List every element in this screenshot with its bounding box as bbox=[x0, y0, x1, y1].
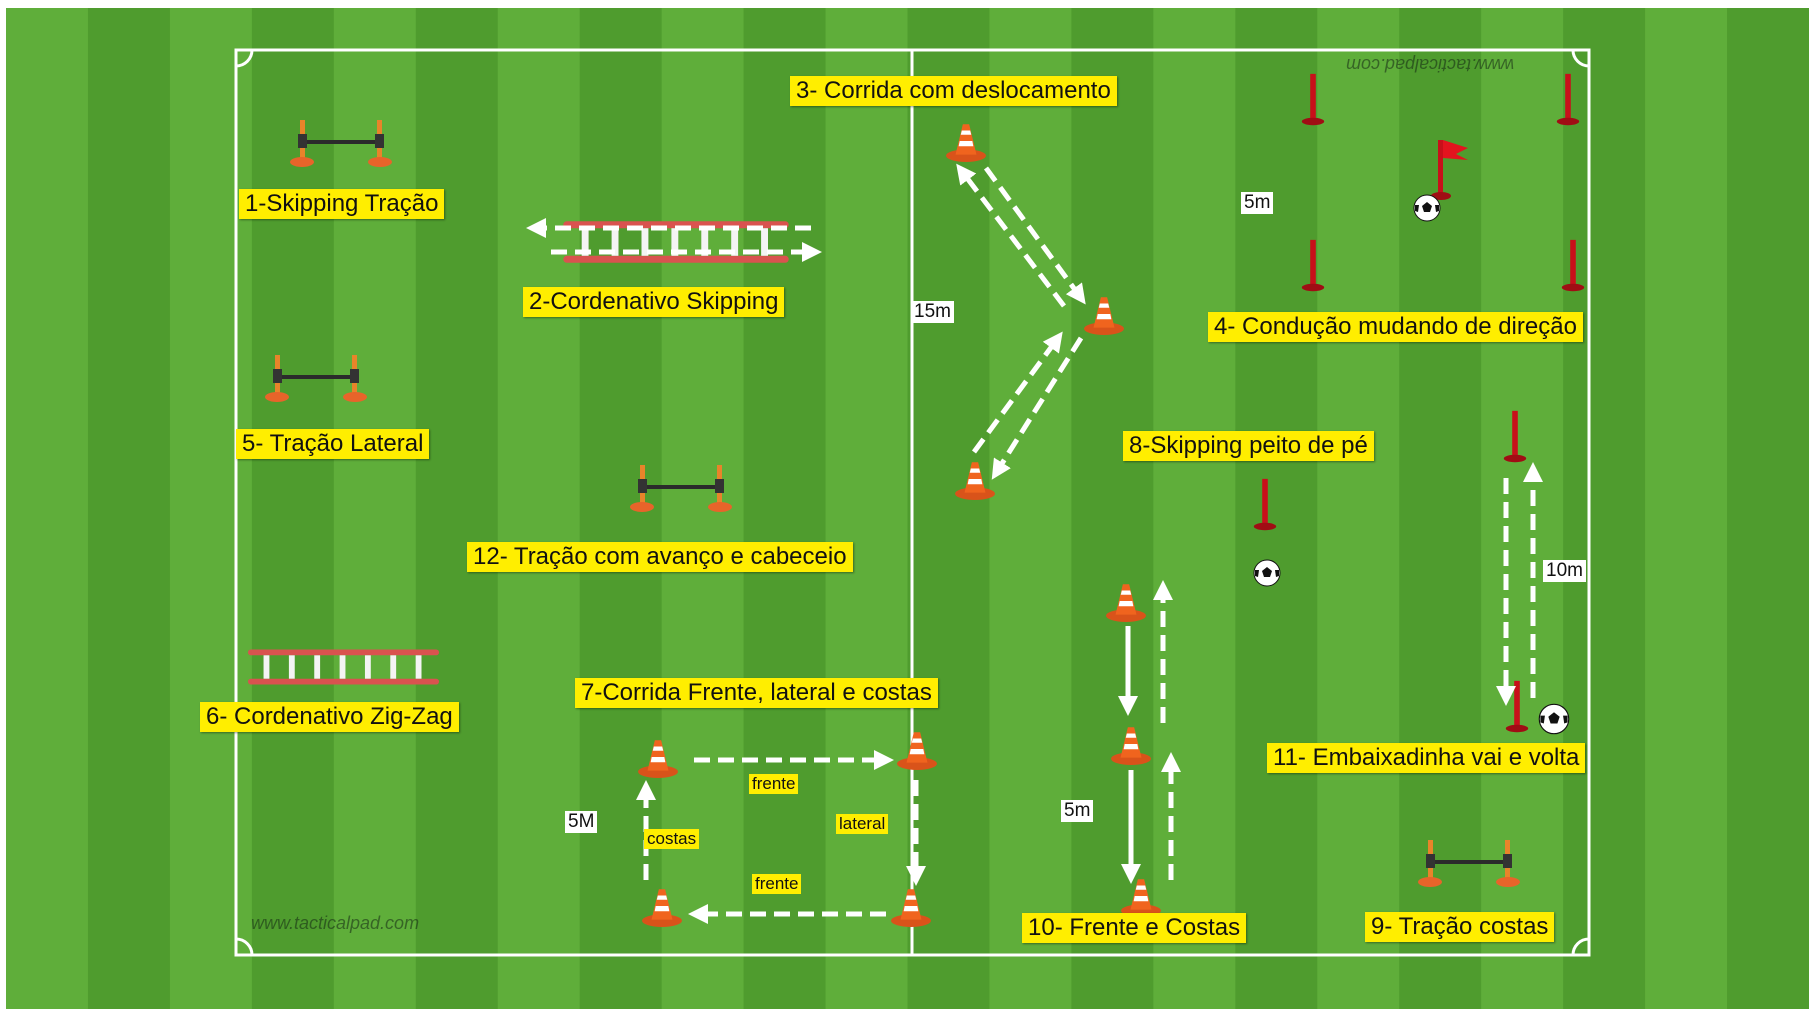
station-9-label: 9- Tração costas bbox=[1365, 912, 1554, 942]
station-6-label: 6- Cordenativo Zig-Zag bbox=[200, 702, 459, 732]
distance-5m-top-label: 5m bbox=[1241, 192, 1273, 214]
distance-5m-bottom-label: 5m bbox=[1061, 800, 1093, 822]
station-10-label: 10- Frente e Costas bbox=[1022, 913, 1246, 943]
grass-stripe bbox=[1727, 8, 1809, 1009]
distance-5M-label: 5M bbox=[565, 811, 597, 833]
grass-stripe bbox=[498, 8, 580, 1009]
movement-frente-top-label: frente bbox=[749, 774, 798, 794]
grass-stripe bbox=[1235, 8, 1317, 1009]
grass-stripe bbox=[1317, 8, 1399, 1009]
watermark-top-right: www.tacticalpad.com bbox=[1346, 54, 1514, 75]
station-3-label: 3- Corrida com deslocamento bbox=[790, 76, 1117, 106]
grass-stripe bbox=[1481, 8, 1563, 1009]
soccer-ball-icon bbox=[1414, 195, 1440, 221]
grass-stripe bbox=[6, 8, 88, 1009]
station-2-label: 2-Cordenativo Skipping bbox=[523, 287, 784, 317]
station-7-label: 7-Corrida Frente, lateral e costas bbox=[575, 678, 938, 708]
station-8-label: 8-Skipping peito de pé bbox=[1123, 431, 1374, 461]
training-pitch: 1-Skipping Tração 2-Cordenativo Skipping… bbox=[6, 8, 1809, 1009]
grass-stripe bbox=[1563, 8, 1645, 1009]
station-12-label: 12- Tração com avanço e cabeceio bbox=[467, 542, 853, 572]
grass-stripe bbox=[662, 8, 744, 1009]
grass-stripe bbox=[170, 8, 252, 1009]
movement-frente-bottom-label: frente bbox=[752, 874, 801, 894]
watermark-bottom-left: www.tacticalpad.com bbox=[251, 913, 419, 934]
grass-stripe bbox=[88, 8, 170, 1009]
grass-stripe bbox=[252, 8, 334, 1009]
grass-stripe bbox=[826, 8, 908, 1009]
station-1-label: 1-Skipping Tração bbox=[239, 189, 444, 219]
movement-costas-label: costas bbox=[644, 829, 699, 849]
grass-stripe bbox=[1645, 8, 1727, 1009]
station-4-label: 4- Condução mudando de direção bbox=[1208, 312, 1583, 342]
grass-stripe bbox=[989, 8, 1071, 1009]
distance-15m-label: 15m bbox=[911, 301, 954, 323]
grass-stripes bbox=[6, 8, 1809, 1009]
soccer-ball-icon bbox=[1539, 704, 1568, 733]
station-11-label: 11- Embaixadinha vai e volta bbox=[1267, 743, 1585, 773]
soccer-ball-icon bbox=[1254, 560, 1280, 586]
grass-stripe bbox=[1071, 8, 1153, 1009]
movement-lateral-label: lateral bbox=[836, 814, 888, 834]
grass-stripe bbox=[1153, 8, 1235, 1009]
distance-10m-label: 10m bbox=[1543, 560, 1586, 582]
grass-stripe bbox=[744, 8, 826, 1009]
grass-stripe bbox=[416, 8, 498, 1009]
station-5-label: 5- Tração Lateral bbox=[236, 429, 429, 459]
